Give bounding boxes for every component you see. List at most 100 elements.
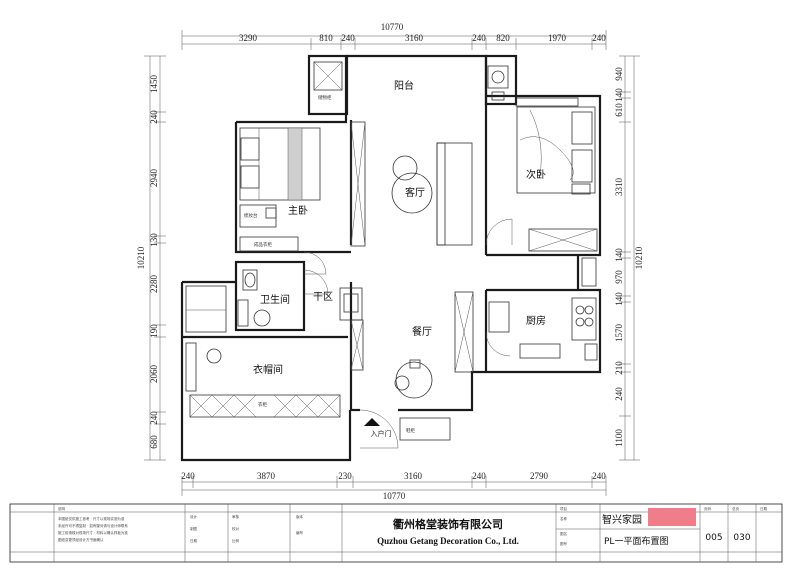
second-bedroom-label: 次卧 — [526, 168, 546, 181]
dining-label: 餐厅 — [412, 325, 432, 338]
laundry-fixture — [487, 65, 509, 101]
dining-table — [394, 359, 433, 399]
svg-text:日期: 日期 — [760, 506, 768, 511]
bottom-dim-6: 2790 — [530, 471, 549, 481]
entrance-door: 鞋柜 — [359, 409, 451, 449]
bathroom-fixtures — [237, 269, 271, 327]
svg-text:图纸变更须经设计方书面确认: 图纸变更须经设计方书面确认 — [58, 537, 104, 542]
left-dim-6: 190 — [149, 324, 159, 338]
balcony-cabinet-wall — [307, 54, 349, 116]
svg-text:版本: 版本 — [296, 514, 304, 519]
bottom-dim-3: 230 — [338, 471, 352, 481]
svg-text:未经许可不得复制 · 如有疑问请与设计师联系: 未经许可不得复制 · 如有疑问请与设计师联系 — [58, 523, 128, 528]
svg-text:储物柜: 储物柜 — [318, 94, 332, 101]
svg-text:比例: 比例 — [232, 538, 239, 543]
svg-text:图名: 图名 — [560, 531, 567, 536]
balcony-right-nook — [484, 54, 518, 106]
second-wardrobe — [528, 228, 598, 252]
top-dim-5: 240 — [472, 33, 486, 43]
left-dim-5: 2280 — [149, 275, 159, 294]
top-dim-2: 810 — [319, 33, 333, 43]
top-dim-7: 1970 — [548, 33, 567, 43]
svg-text:成品衣柜: 成品衣柜 — [254, 241, 272, 248]
svg-text:衣柜: 衣柜 — [258, 401, 267, 408]
bottom-dim-5: 240 — [472, 471, 486, 481]
right-dimension-lines — [619, 55, 640, 461]
master-bedroom-label: 主卧 — [288, 204, 308, 217]
company-name-cn: 衢州格堂装饰有限公司 — [393, 517, 503, 531]
right-dim-7: 140 — [614, 292, 624, 306]
svg-text:设计: 设计 — [190, 514, 197, 519]
svg-text:页码: 页码 — [704, 506, 712, 511]
svg-text:制图: 制图 — [190, 526, 197, 531]
svg-text:审核: 审核 — [232, 514, 239, 519]
right-total-dimension: 10210 — [634, 246, 644, 269]
left-dimension-lines — [144, 55, 166, 461]
bottom-total-dimension: 10770 — [383, 491, 406, 501]
closet-label: 衣帽间 — [253, 363, 283, 376]
left-dim-9: 680 — [149, 435, 159, 449]
closet-fixtures: 衣柜 — [185, 285, 341, 418]
bathroom-walls — [234, 260, 306, 332]
left-total-dimension: 10210 — [136, 246, 146, 269]
kitchen-door — [485, 331, 511, 357]
dining-tall-cabinet — [454, 291, 474, 373]
left-dim-2: 240 — [149, 110, 159, 124]
left-dim-7: 2060 — [149, 365, 159, 384]
svg-text:梳妆台: 梳妆台 — [244, 212, 258, 219]
master-bed — [239, 127, 321, 201]
top-dim-1: 3290 — [239, 33, 258, 43]
right-dim-4: 3310 — [614, 178, 624, 197]
left-dim-1: 1450 — [149, 75, 159, 94]
top-dim-4: 3160 — [405, 33, 424, 43]
drawing-title: PL一平面布置图 — [604, 535, 668, 547]
project-name: 智兴家园 — [602, 513, 642, 526]
left-dim-8: 240 — [149, 411, 159, 425]
second-bed — [516, 106, 596, 195]
sheet-code-right: 030 — [733, 533, 750, 543]
bathroom-door — [303, 269, 329, 295]
sheet-code-left: 005 — [705, 533, 722, 543]
balcony-cabinet: 储物柜 — [313, 61, 343, 101]
kitchen-label: 厨房 — [526, 314, 546, 327]
fridge-cabinet — [581, 257, 597, 287]
second-bedroom-window-ledge — [515, 97, 579, 107]
balcony-label: 阳台 — [394, 79, 414, 92]
entrance-label: 入户门 — [371, 429, 392, 438]
bottom-dim-1: 240 — [181, 471, 195, 481]
living-room-label: 客厅 — [405, 186, 425, 199]
right-dim-2: 140 — [614, 88, 624, 102]
svg-text:项目: 项目 — [560, 506, 567, 511]
bottom-dim-7: 240 — [592, 471, 606, 481]
bottom-dimension-lines — [181, 476, 607, 496]
exterior-walls — [180, 54, 602, 462]
right-dim-6: 970 — [614, 270, 624, 284]
dining-cabinet — [350, 319, 364, 371]
svg-text:总页: 总页 — [732, 506, 740, 511]
left-dim-3: 2940 — [149, 169, 159, 188]
top-dim-3: 240 — [341, 33, 355, 43]
svg-text:说明: 说明 — [58, 506, 65, 511]
svg-text:本图纸仅供施工参考 · 尺寸以现场实测为准: 本图纸仅供施工参考 · 尺寸以现场实测为准 — [58, 516, 125, 521]
company-name-en: Quzhou Getang Decoration Co., Ltd. — [377, 536, 519, 546]
master-desk: 梳妆台 成品衣柜 — [239, 204, 299, 252]
right-dim-8: 1570 — [614, 324, 624, 343]
right-dim-10: 240 — [614, 387, 624, 401]
dry-area-label: 干区 — [313, 291, 333, 303]
title-block: 说明 本图纸仅供施工参考 · 尺寸以现场实测为准 未经许可不得复制 · 如有疑问… — [9, 503, 783, 563]
project-badge — [648, 508, 696, 526]
svg-text:校对: 校对 — [232, 526, 239, 531]
svg-text:施工前请核对现场尺寸 · 材料以确认样板为准: 施工前请核对现场尺寸 · 材料以确认样板为准 — [58, 530, 128, 535]
right-dim-3: 610 — [614, 103, 624, 117]
bottom-dim-2: 3870 — [257, 471, 276, 481]
bathroom-label: 卫生间 — [260, 293, 290, 306]
top-dim-8: 240 — [592, 33, 606, 43]
living-coffee-tables — [391, 155, 433, 214]
top-total-dimension: 10770 — [381, 22, 404, 32]
top-dimension-lines — [181, 30, 607, 50]
master-wardrobe — [350, 121, 366, 247]
master-door — [303, 251, 327, 275]
second-bedroom-door — [485, 218, 513, 246]
